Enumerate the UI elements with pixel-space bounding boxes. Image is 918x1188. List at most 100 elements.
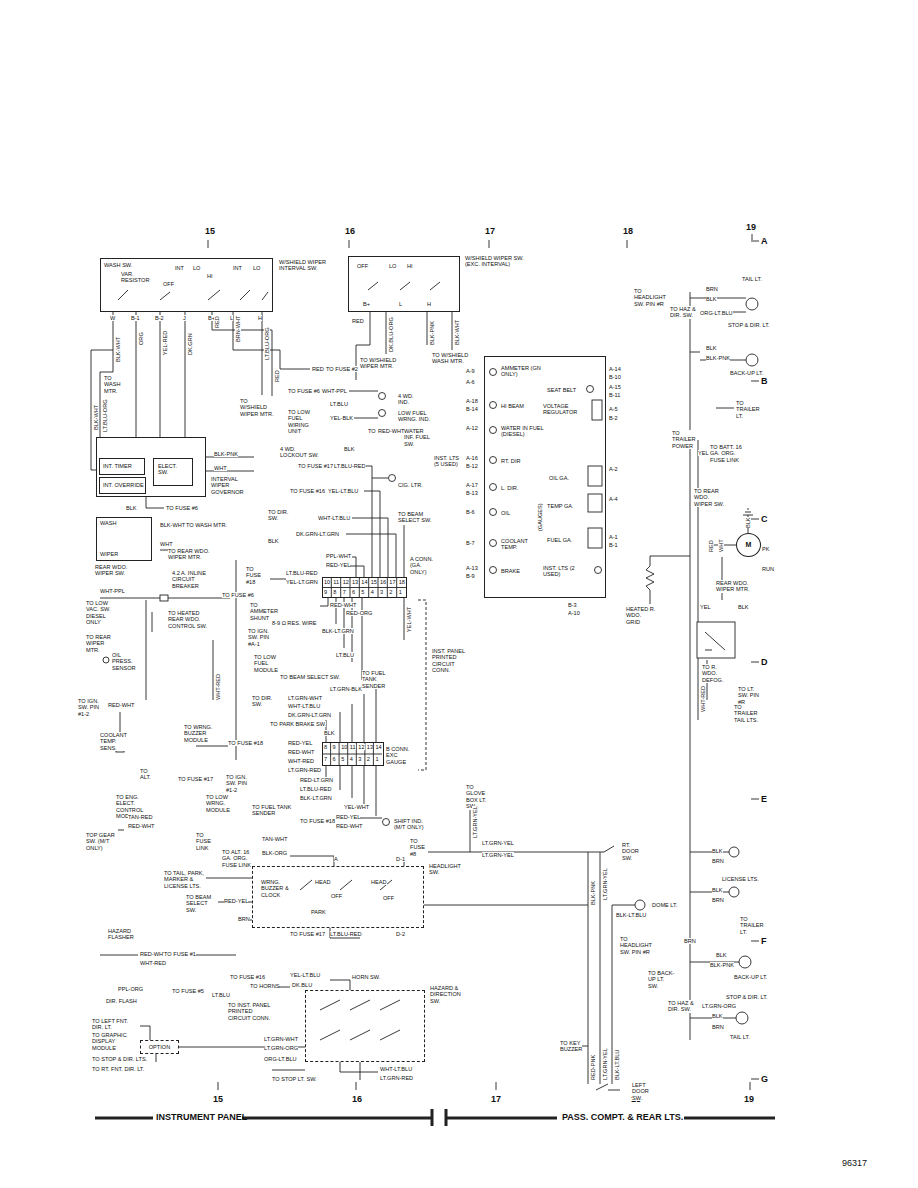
wire-label: TO BEAM SELECT SW. <box>398 511 434 524</box>
component-text: HI <box>207 273 213 279</box>
lamp-symbol <box>490 427 497 434</box>
component-text: 6 <box>333 756 336 762</box>
component-text: OFF <box>357 263 368 269</box>
component-text: 12 <box>358 744 364 750</box>
wire-label: B-2 <box>609 415 618 421</box>
wire-label: LT.GRN-RED <box>288 767 321 773</box>
component-text: INT. TIMER <box>103 463 132 469</box>
wire-label: LT.BLU <box>330 401 348 407</box>
wire-label: B-11 <box>609 392 620 398</box>
wire-label: BLK <box>716 952 727 958</box>
wire-label: A-17 <box>466 482 478 488</box>
wire-label: BLK <box>706 296 717 302</box>
wire-label: BLK-WHT <box>454 320 460 345</box>
grid-reference: 16 <box>352 1094 362 1104</box>
wire-label: BRN <box>712 1024 724 1030</box>
wire-label: YEL-RED <box>162 331 168 355</box>
wire-label: TO PARK BRAKE SW. <box>270 721 326 727</box>
wire-label: ORG-LT.BLU <box>700 310 733 316</box>
wire-label: BLK <box>712 1013 723 1019</box>
wire-label: A-2 <box>609 466 618 472</box>
wire-label: WATER INF. FUEL SW. <box>404 428 434 447</box>
wire-label: BLK-LT.GRN <box>322 628 354 634</box>
component-text: 10 <box>341 744 347 750</box>
component-text: 18 <box>399 579 405 585</box>
grid-tick <box>218 1082 750 1090</box>
headlight-switch: HEADLIGHT SW.WRNG. BUZZER & CLOCKHEADOFF… <box>252 866 424 928</box>
wire-label: TO FUSE #2 <box>326 366 358 372</box>
wire-label: LT.GRN-RED <box>380 1075 413 1081</box>
wire-label: BRN <box>712 897 724 903</box>
component-text: INT <box>175 265 184 271</box>
grid-reference: 18 <box>623 226 633 236</box>
component-heading: W/SHIELD WIPER INTERVAL SW. <box>279 259 349 272</box>
wire <box>212 312 310 396</box>
wire-label: 4 WD. IND. <box>398 393 422 406</box>
switch-box: W/SHIELD WIPER SW. (EXC. INTERVAL)OFFLOH… <box>348 256 460 312</box>
wire-label: YEL <box>700 604 711 610</box>
wire-label: BLK <box>126 505 137 511</box>
wire-label: PPL-WHT <box>326 553 351 559</box>
wire-label: TO FUSE #5 <box>172 988 204 994</box>
wire-label: 4 WD. LOCKOUT SW. <box>280 446 320 459</box>
wire-label: WHT <box>160 541 173 547</box>
component-text: OIL <box>501 510 510 516</box>
wire-label: WHT-RED <box>140 960 166 966</box>
wire-label: TO FUSE #8 <box>410 838 428 857</box>
wire-label: YEL <box>698 450 709 456</box>
component-text: HEAD <box>315 879 331 885</box>
lamp-symbol <box>379 410 386 417</box>
wire-label: TO FUSE #6 <box>222 592 254 598</box>
wire <box>118 746 382 830</box>
wire-label: BACK-UP LT. <box>734 974 767 980</box>
grid-reference: 96317 <box>842 1158 867 1168</box>
component-text: RT. DIR <box>501 458 520 464</box>
wire-label: BLK <box>706 345 717 351</box>
grid-reference: 15 <box>205 226 215 236</box>
component-text: 7 <box>343 589 346 595</box>
component-text: AMMETER (GN ONLY) <box>501 365 541 378</box>
wire-label: COOLANT TEMP. SENS. <box>100 732 130 751</box>
wire-label: TO STOP LT. SW. <box>272 1076 317 1082</box>
component-text: INST. LTS (2 USED) <box>543 565 577 578</box>
wire <box>136 312 160 437</box>
connector-grid <box>322 742 382 766</box>
wire-label: LT.BLU <box>336 652 354 658</box>
wire-label: TO GLOVE BOX LT. SW. <box>466 784 492 810</box>
component-text: OIL GA. <box>549 475 569 481</box>
bulb-symbol <box>729 887 739 897</box>
wire-label: TO FUSE #18 <box>300 818 335 824</box>
lamp-symbol <box>490 457 497 464</box>
wire-label: LT.GRN-YEL <box>602 868 608 900</box>
grid-reference: B <box>761 376 768 386</box>
switch-symbol <box>596 1084 620 1090</box>
wire-label: TO BACK-UP LT. SW. <box>648 970 676 989</box>
wire-label: RED-WHT <box>378 428 404 434</box>
wire-label: LT.GRN-ORG <box>264 1045 298 1051</box>
wire-label: BLK-PNK <box>710 962 734 968</box>
wire-label: B-7 <box>466 540 475 546</box>
wire-label: INST. LTS (5 USED) <box>434 455 464 468</box>
wire-label: TO HORNS <box>250 983 279 989</box>
wire-label: TO FUSE #16 <box>290 488 325 494</box>
wire-label: TO BEAM SELECT SW. <box>280 674 340 680</box>
bulb-symbol <box>739 956 751 968</box>
wire-label: RED-WHT <box>108 702 134 708</box>
switch-contacts <box>118 290 268 300</box>
wire-label: TOP GEAR SW. (M/T ONLY) <box>86 832 122 851</box>
wire-label: TO TAIL, PARK, MARKER & LICENSE LTS. <box>164 870 206 889</box>
wire-label: B-1 <box>131 315 140 321</box>
wire-label: TAIL LT. <box>730 1034 750 1040</box>
wire-label: TO FUSE #17 <box>290 931 325 937</box>
component-text: OPTION <box>141 1044 178 1050</box>
component-text: SEAT BELT <box>547 387 576 393</box>
wire-label: TO LOW FUEL WIRING UNIT <box>288 409 322 435</box>
gauge-symbol <box>588 494 602 512</box>
grid-reference: 19 <box>746 222 756 232</box>
wire-label: BACK-UP LT. <box>730 370 763 376</box>
wire-label: BRN <box>238 916 250 922</box>
wire-label: DOME LT. <box>652 902 677 908</box>
wire-label: TO IGN. SW. PIN #A-1 <box>248 628 276 647</box>
wire-label: RED <box>708 540 714 552</box>
wire-label: L <box>230 315 233 321</box>
